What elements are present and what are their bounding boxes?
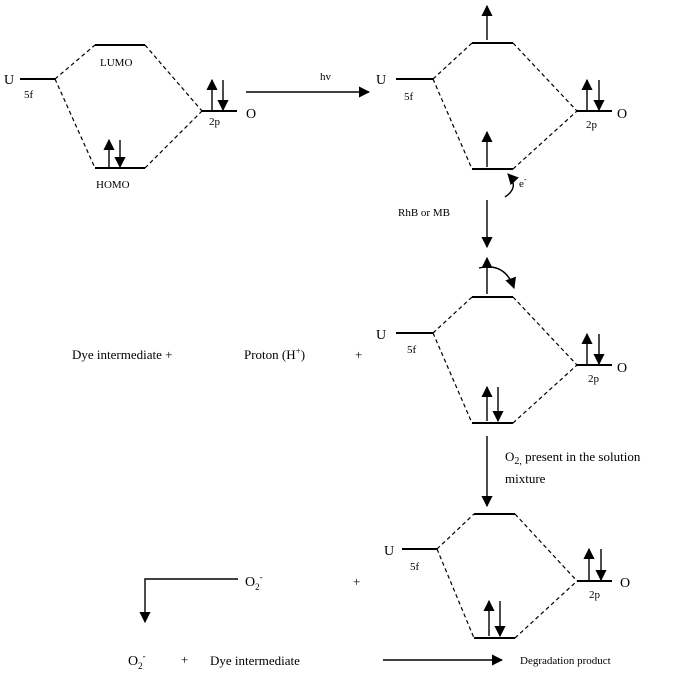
mo-diagram-final: U 5f 2p O + — [353, 513, 630, 639]
o-2p-label: 2p — [209, 116, 221, 128]
dye-intermediate-text: Dye intermediate + — [72, 347, 172, 362]
plus-sign: + — [353, 574, 360, 589]
mo-diagram-ground-state: U 5f LUMO HOMO 2p O — [4, 44, 256, 191]
u-atom-label: U — [384, 544, 394, 559]
correlation-line — [432, 42, 473, 80]
oxygen-text-line2: mixture — [505, 471, 546, 486]
bent-down-arrow — [139, 578, 238, 624]
u-5f-label: 5f — [407, 344, 417, 356]
electron-label: e- — [519, 175, 527, 190]
o-2p-label: 2p — [588, 373, 600, 385]
oxygen-text-line1: O2, present in the solution — [505, 449, 641, 467]
correlation-line — [436, 513, 475, 550]
correlation-line — [512, 296, 578, 366]
final-row: O2- + Dye intermediate Degradation produ… — [128, 651, 611, 671]
o-2p-label: 2p — [586, 119, 598, 131]
u-atom-label: U — [376, 73, 386, 88]
lumo-label: LUMO — [100, 57, 132, 69]
correlation-line — [512, 110, 578, 170]
o-2p-label: 2p — [589, 589, 601, 601]
homo-label: HOMO — [96, 179, 130, 191]
superoxide-label: O2- — [128, 651, 146, 671]
correlation-line — [432, 78, 473, 170]
hv-label: hv — [320, 71, 332, 83]
mo-diagram-after-transfer: U 5f 2p O — [376, 256, 627, 424]
excitation-arrow: hv — [246, 71, 371, 98]
u-atom-label: U — [376, 328, 386, 343]
dye-electron-transfer: e- RhB or MB — [398, 173, 527, 249]
products-row: Dye intermediate + Proton (H+) + — [72, 346, 362, 362]
o-atom-label: O — [246, 107, 256, 122]
o-atom-label: O — [617, 361, 627, 376]
o-atom-label: O — [620, 576, 630, 591]
degradation-product-text: Degradation product — [520, 655, 611, 667]
correlation-line — [144, 44, 203, 112]
superoxide-formation: O2- — [139, 572, 263, 624]
electron-transfer-curve — [478, 266, 516, 290]
correlation-line — [512, 42, 578, 112]
superoxide-label: O2- — [245, 572, 263, 592]
dye-intermediate-text: Dye intermediate — [210, 653, 300, 668]
o-atom-label: O — [617, 107, 627, 122]
correlation-line — [432, 296, 473, 334]
correlation-line — [432, 332, 473, 424]
electron-injection-curve — [504, 173, 519, 198]
u-5f-label: 5f — [24, 89, 34, 101]
plus-sign: + — [355, 347, 362, 362]
u-5f-label: 5f — [410, 561, 420, 573]
u-5f-label: 5f — [404, 91, 414, 103]
correlation-line — [512, 364, 578, 424]
oxygen-step: O2, present in the solution mixture — [481, 436, 641, 508]
u-atom-label: U — [4, 73, 14, 88]
correlation-line — [54, 44, 96, 80]
mo-diagram-excited-state: U 5f 2p O — [376, 4, 627, 170]
correlation-line — [144, 110, 203, 169]
plus-sign: + — [181, 652, 188, 667]
correlation-line — [514, 513, 578, 582]
correlation-line — [514, 580, 578, 639]
proton-text: Proton (H+) — [244, 346, 305, 362]
dye-label: RhB or MB — [398, 207, 450, 219]
correlation-line — [54, 78, 96, 169]
correlation-line — [436, 548, 475, 639]
